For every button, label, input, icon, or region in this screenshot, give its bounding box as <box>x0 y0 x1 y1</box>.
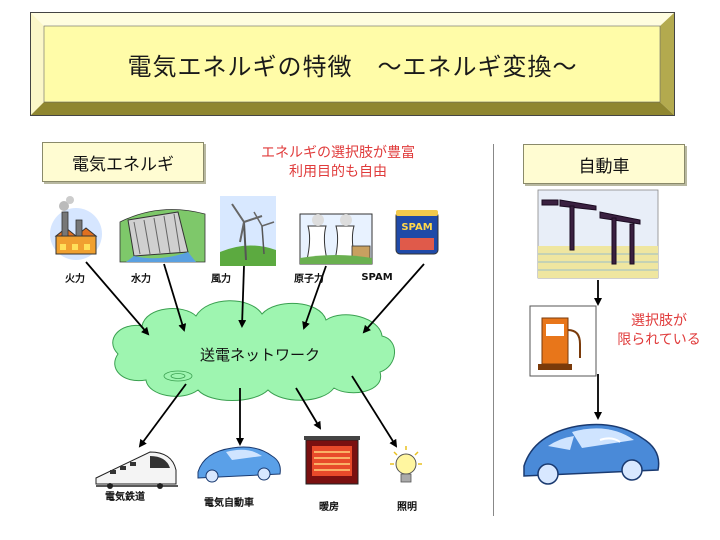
thermal-plant-icon <box>50 196 102 260</box>
page-title: 電気エネルギの特徴 ～エネルギ変換～ <box>127 52 578 81</box>
arrow-nuclear-to-network <box>302 265 327 330</box>
electric-energy-label: 電気エネルギ <box>42 142 204 182</box>
arrow-wind-to-network <box>238 265 247 328</box>
source-label-hydro: 水力 <box>131 274 151 285</box>
section-divider <box>493 144 494 516</box>
source-label-spam: SPAM <box>361 272 393 283</box>
wind-turbine-icon <box>220 196 276 266</box>
source-label-thermal: 火力 <box>65 274 85 285</box>
arrow-thermal-to-network <box>85 261 150 336</box>
nuclear-plant-icon <box>299 213 373 265</box>
electric-train-icon <box>95 451 178 489</box>
electric-car-icon <box>197 446 281 483</box>
car-icon <box>523 423 660 485</box>
choice-note: エネルギの選択肢が豊富 利用目的も自由 <box>218 144 458 182</box>
heater-icon <box>304 436 360 485</box>
title-bevel <box>30 12 675 116</box>
limited-note: 選択肢が 限られている <box>604 312 714 350</box>
light-bulb-icon <box>390 446 422 483</box>
gas-pump-icon <box>529 305 597 377</box>
spam-can-text: SPAM <box>401 222 432 233</box>
oil-field-icon <box>537 189 659 279</box>
title-banner: 電気エネルギの特徴 ～エネルギ変換～ <box>30 12 675 116</box>
use-label-light: 照明 <box>397 502 417 513</box>
use-label-heater: 暖房 <box>319 502 339 513</box>
use-label-ev: 電気自動車 <box>204 498 254 509</box>
arrow-network-to-rail <box>138 383 187 448</box>
use-label-rail: 電気鉄道 <box>105 492 145 503</box>
arrow-spam-to-network <box>362 263 425 334</box>
network-label: 送電ネットワーク <box>199 346 320 364</box>
spam-can-icon: SPAM <box>395 210 439 255</box>
limited-note-line-1: 選択肢が <box>631 313 687 329</box>
hydro-dam-icon <box>119 209 206 263</box>
source-label-wind: 風力 <box>211 274 231 285</box>
source-label-nuclear: 原子力 <box>294 274 324 285</box>
choice-note-line-2: 利用目的も自由 <box>289 164 387 180</box>
car-label: 自動車 <box>523 144 685 184</box>
arrow-network-to-heater <box>295 387 322 430</box>
arrow-network-to-light <box>351 375 398 448</box>
limited-note-line-2: 限られている <box>617 332 701 348</box>
arrow-hydro-to-network <box>163 263 187 332</box>
choice-note-line-1: エネルギの選択肢が豊富 <box>261 145 415 161</box>
